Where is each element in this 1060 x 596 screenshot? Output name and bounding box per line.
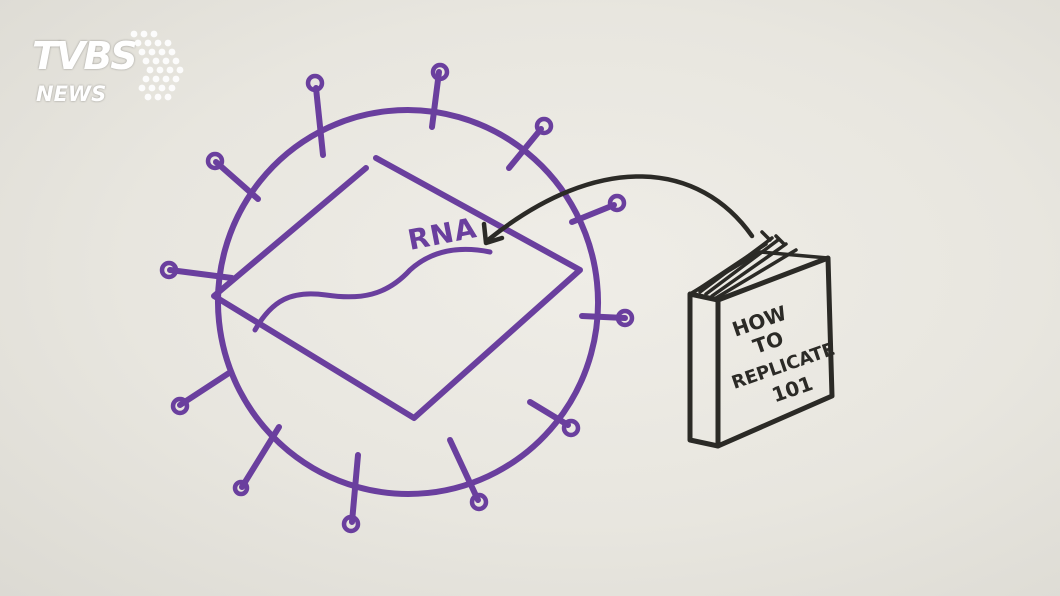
- logo-subtitle: NEWS: [36, 82, 107, 106]
- book-spine: [687, 291, 721, 449]
- arrow-curve: [485, 174, 755, 243]
- book: [687, 230, 835, 449]
- virus-envelope: [214, 107, 602, 497]
- rna-strand: [252, 246, 493, 333]
- tvbs-news-logo: TVBS NEWS: [32, 28, 192, 112]
- arrow-head: [481, 221, 505, 246]
- book-pages: [688, 230, 830, 300]
- logo-wordmark: TVBS: [32, 34, 138, 78]
- virus-spikes: [159, 62, 635, 534]
- arrow: [481, 174, 755, 246]
- capsid-outline: [211, 155, 583, 421]
- virus: [159, 62, 635, 534]
- logo-dot-pattern: [130, 30, 184, 101]
